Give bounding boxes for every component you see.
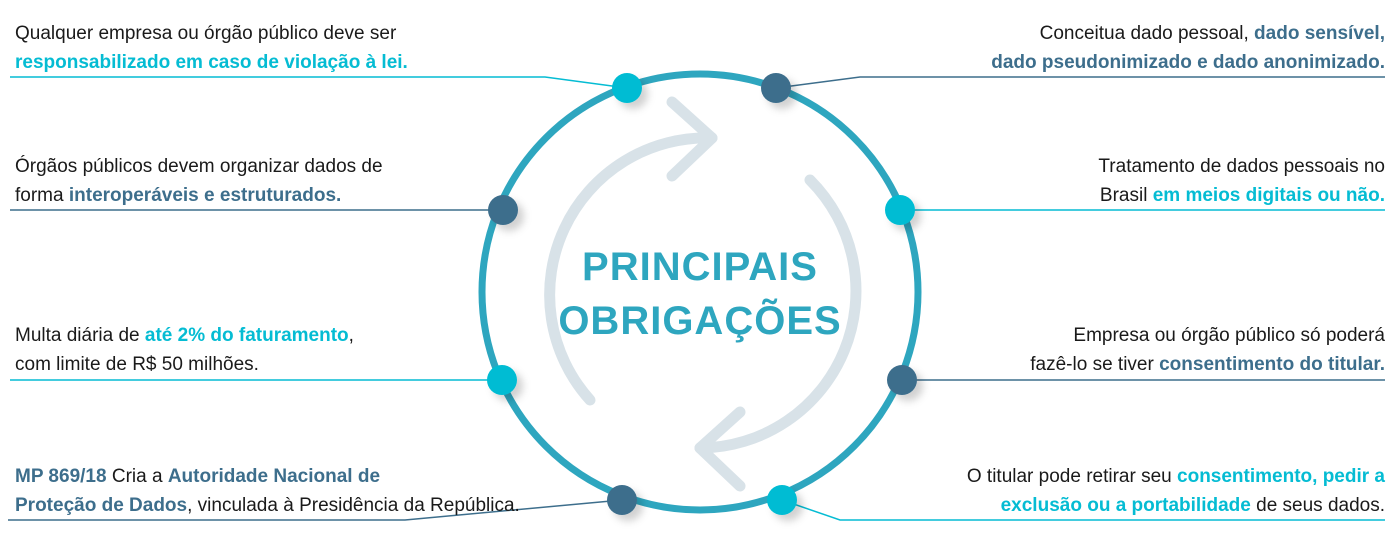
text: fazê-lo se tiver [1030, 354, 1160, 375]
text: Empresa ou órgão público só poderá [1073, 325, 1385, 346]
dot-marker [885, 195, 915, 225]
highlight: em meios digitais ou não. [1152, 185, 1385, 206]
dot-marker [612, 73, 642, 103]
item-responsibility: Qualquer empresa ou órgão público deve s… [15, 19, 408, 77]
text: , vinculada à Presidência da República. [187, 495, 520, 516]
item-definitions: Conceitua dado pessoal, dado sensível, d… [991, 19, 1385, 77]
text: , [348, 325, 354, 346]
text: Conceitua dado pessoal, [1039, 23, 1255, 44]
dot-marker [767, 485, 797, 515]
highlight: consentimento, pedir a [1177, 466, 1385, 487]
text: de seus dados. [1250, 495, 1385, 516]
title-line-1: PRINCIPAIS [582, 245, 818, 289]
item-processing: Tratamento de dados pessoais no Brasil e… [1098, 152, 1385, 210]
dot-marker [488, 195, 518, 225]
highlight: Autoridade Nacional de [167, 466, 381, 487]
center-title: PRINCIPAIS OBRIGAÇÕES [500, 240, 900, 348]
highlight: MP 869/18 [15, 466, 107, 487]
connector-line [8, 499, 623, 521]
dot-marker [887, 365, 917, 395]
item-consent: Empresa ou órgão público só poderá fazê-… [1030, 321, 1385, 379]
dot-marker [607, 485, 637, 515]
highlight: até 2% do faturamento [144, 325, 349, 346]
dot-marker [761, 73, 791, 103]
item-fine: Multa diária de até 2% do faturamento, c… [15, 321, 354, 379]
connector-line [781, 499, 1385, 521]
item-withdrawal: O titular pode retirar seu consentimento… [967, 462, 1385, 520]
highlight: Proteção de Dados [15, 495, 188, 516]
text: Órgãos públicos devem organizar dados de [15, 156, 383, 177]
dot-marker [487, 365, 517, 395]
highlight: interoperáveis e estruturados. [68, 185, 342, 206]
text: com limite de R$ 50 milhões. [15, 354, 259, 375]
item-interoperable: Órgãos públicos devem organizar dados de… [15, 152, 383, 210]
connector-line [10, 76, 628, 89]
highlight: responsabilizado em caso de violação à l… [15, 52, 408, 73]
text: Qualquer empresa ou órgão público deve s… [15, 23, 397, 44]
text: Tratamento de dados pessoais no [1098, 156, 1385, 177]
connector-line [775, 76, 1385, 89]
text: forma [15, 185, 69, 206]
title-line-2: OBRIGAÇÕES [558, 299, 842, 343]
text: Multa diária de [15, 325, 145, 346]
item-anpd: MP 869/18 Cria a Autoridade Nacional de … [15, 462, 520, 520]
cycle-arrows-icon [544, 96, 862, 492]
text: Cria a [106, 466, 168, 487]
highlight: consentimento do titular. [1159, 354, 1385, 375]
highlight: dado pseudonimizado e dado anonimizado. [991, 52, 1385, 73]
text: O titular pode retirar seu [966, 466, 1178, 487]
cycle-ring [478, 70, 922, 514]
highlight: dado sensível, [1254, 23, 1385, 44]
highlight: exclusão ou a portabilidade [1000, 495, 1251, 516]
text: Brasil [1099, 185, 1153, 206]
